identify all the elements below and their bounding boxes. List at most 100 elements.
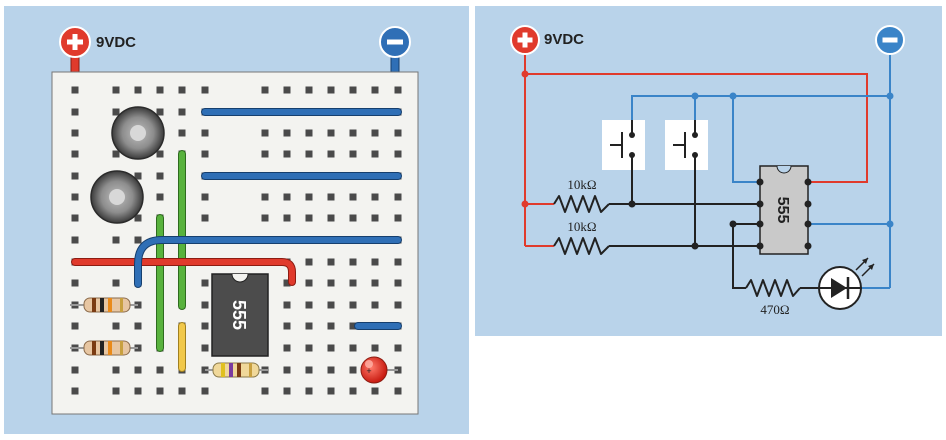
breadboard-hole bbox=[71, 108, 79, 116]
breadboard-hole bbox=[305, 301, 313, 309]
signal-junctions bbox=[628, 200, 737, 250]
breadboard-hole bbox=[201, 214, 209, 222]
schematic-plus-terminal-icon bbox=[510, 25, 540, 55]
breadboard-hole bbox=[178, 86, 186, 94]
breadboard-hole bbox=[305, 86, 313, 94]
breadboard-hole bbox=[394, 150, 402, 158]
schematic-chip-555: 555 bbox=[756, 165, 812, 255]
breadboard-hole bbox=[156, 150, 164, 158]
breadboard-hole bbox=[261, 193, 269, 201]
breadboard-hole bbox=[305, 387, 313, 395]
ground-wires bbox=[631, 42, 891, 289]
breadboard-hole bbox=[349, 366, 357, 374]
breadboard-hole bbox=[349, 150, 357, 158]
breadboard-hole bbox=[134, 387, 142, 395]
chip-555: 555 bbox=[211, 273, 269, 357]
resistor-10k-1 bbox=[70, 297, 138, 313]
breadboard-hole bbox=[201, 150, 209, 158]
breadboard-hole bbox=[71, 279, 79, 287]
breadboard-hole bbox=[178, 387, 186, 395]
breadboard-hole bbox=[112, 86, 120, 94]
breadboard-hole bbox=[305, 344, 313, 352]
breadboard-hole bbox=[371, 387, 379, 395]
led: + bbox=[360, 356, 398, 384]
breadboard-hole bbox=[305, 214, 313, 222]
breadboard-hole bbox=[305, 193, 313, 201]
breadboard-hole bbox=[71, 366, 79, 374]
breadboard-hole bbox=[71, 322, 79, 330]
breadboard-hole bbox=[112, 366, 120, 374]
breadboard-hole bbox=[394, 344, 402, 352]
schematic-resistor-2: 10kΩ bbox=[553, 219, 610, 255]
schematic-chip-label: 555 bbox=[774, 197, 791, 224]
breadboard-hole bbox=[112, 279, 120, 287]
breadboard-hole bbox=[71, 387, 79, 395]
breadboard-hole bbox=[261, 129, 269, 137]
breadboard-hole bbox=[371, 301, 379, 309]
schematic-minus-terminal-icon bbox=[875, 25, 905, 55]
breadboard-hole bbox=[327, 129, 335, 137]
push-button-2 bbox=[90, 170, 144, 224]
breadboard-hole bbox=[283, 322, 291, 330]
breadboard-hole bbox=[327, 301, 335, 309]
breadboard-hole bbox=[71, 214, 79, 222]
schematic-supply-label: 9VDC bbox=[544, 31, 584, 48]
breadboard-hole bbox=[201, 344, 209, 352]
breadboard-hole bbox=[283, 387, 291, 395]
breadboard-hole bbox=[371, 193, 379, 201]
breadboard-hole bbox=[156, 193, 164, 201]
breadboard-hole bbox=[134, 86, 142, 94]
resistor-3-label: 470Ω bbox=[760, 302, 789, 317]
breadboard-hole bbox=[305, 366, 313, 374]
switch-1 bbox=[602, 120, 645, 170]
breadboard-hole bbox=[349, 279, 357, 287]
switch-2 bbox=[665, 120, 708, 170]
breadboard-hole bbox=[349, 322, 357, 330]
breadboard-hole bbox=[112, 108, 120, 116]
breadboard-hole bbox=[261, 150, 269, 158]
breadboard-hole bbox=[201, 279, 209, 287]
push-button-1 bbox=[111, 106, 165, 160]
breadboard-hole bbox=[349, 214, 357, 222]
breadboard-hole bbox=[394, 193, 402, 201]
breadboard-hole bbox=[371, 344, 379, 352]
breadboard-hole bbox=[327, 322, 335, 330]
led-plus-mark: + bbox=[366, 366, 371, 376]
breadboard-hole bbox=[283, 366, 291, 374]
breadboard-hole bbox=[371, 258, 379, 266]
breadboard-hole bbox=[71, 129, 79, 137]
breadboard-hole bbox=[349, 129, 357, 137]
positive-junctions bbox=[521, 70, 529, 208]
breadboard-hole bbox=[201, 322, 209, 330]
breadboard-hole bbox=[261, 86, 269, 94]
breadboard-hole bbox=[112, 387, 120, 395]
breadboard-hole bbox=[349, 344, 357, 352]
chip-label: 555 bbox=[229, 300, 249, 330]
breadboard-hole bbox=[327, 279, 335, 287]
breadboard-hole bbox=[156, 366, 164, 374]
breadboard-hole bbox=[349, 193, 357, 201]
breadboard-hole bbox=[134, 236, 142, 244]
schematic-led bbox=[818, 257, 875, 310]
breadboard-hole bbox=[201, 387, 209, 395]
breadboard-hole bbox=[305, 150, 313, 158]
breadboard-hole bbox=[327, 258, 335, 266]
breadboard-hole bbox=[327, 193, 335, 201]
breadboard-hole bbox=[112, 322, 120, 330]
schematic-resistor-3: 470Ω bbox=[745, 279, 801, 317]
breadboard-hole bbox=[327, 387, 335, 395]
breadboard-hole bbox=[283, 344, 291, 352]
breadboard-hole bbox=[394, 129, 402, 137]
breadboard-hole bbox=[349, 387, 357, 395]
breadboard-hole bbox=[283, 129, 291, 137]
breadboard-hole bbox=[283, 193, 291, 201]
breadboard-hole bbox=[71, 150, 79, 158]
schematic-panel: 9VDC 10kΩ bbox=[475, 6, 942, 336]
breadboard-hole bbox=[327, 86, 335, 94]
breadboard-hole bbox=[201, 193, 209, 201]
breadboard-hole bbox=[305, 322, 313, 330]
breadboard-hole bbox=[261, 387, 269, 395]
breadboard-hole bbox=[327, 214, 335, 222]
breadboard-hole bbox=[371, 129, 379, 137]
